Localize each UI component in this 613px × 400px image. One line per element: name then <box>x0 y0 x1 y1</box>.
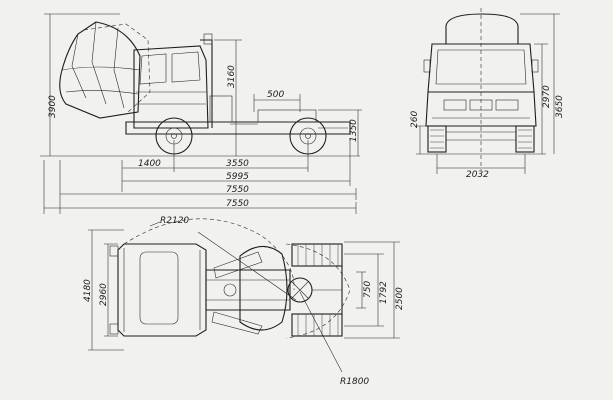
top-rear-wheels <box>287 243 343 337</box>
dim-top-width-4180: 4180 <box>83 229 124 351</box>
dim-wheelbase-chain: 1400 3550 <box>121 140 309 192</box>
front-cab <box>423 43 539 127</box>
dim-fifth-wheel-height: 1350 <box>318 109 362 156</box>
dim-cab-height: 3160 <box>214 39 242 156</box>
label-radius-front: R2120 <box>160 216 189 226</box>
top-chassis <box>205 245 291 335</box>
side-view: 3900 3160 1350 500 1400 3550 5995 <box>40 13 362 214</box>
dim-top-width-2960: 2960 <box>99 243 118 337</box>
dim-ground-clearance: 260 <box>410 111 428 154</box>
front-wheels <box>427 125 535 153</box>
dim-label-front-height-3650: 3650 <box>555 95 565 118</box>
dim-label-2500: 2500 <box>395 287 405 310</box>
dim-overall-height: 3900 <box>44 13 120 156</box>
dim-750: 750 <box>356 271 373 309</box>
dim-length-7550-b: 7550 <box>43 160 357 214</box>
dim-label-front-overhang: 1400 <box>138 159 161 169</box>
dim-label-top-width-4180: 4180 <box>83 279 93 302</box>
dim-front-height-3650: 3650 <box>520 13 565 154</box>
dim-label-front-height-2970: 2970 <box>542 85 552 108</box>
dim-label-track-width: 2032 <box>466 170 489 180</box>
dim-label-750: 750 <box>363 281 373 298</box>
dim-label-length-7550-b: 7550 <box>226 199 249 209</box>
dim-1792: 1792 <box>344 253 389 327</box>
mixer-drum-outline <box>59 21 151 119</box>
chassis-frame <box>125 95 351 135</box>
dim-label-1792: 1792 <box>379 281 389 304</box>
dim-label-ground-clearance: 260 <box>410 111 420 128</box>
dim-length-5995: 5995 <box>122 138 351 186</box>
dim-2500: 2500 <box>344 241 405 339</box>
dim-front-height-2970: 2970 <box>534 43 552 154</box>
front-drum <box>445 13 519 45</box>
dim-label-wheelbase: 3550 <box>226 159 249 169</box>
arc-front-radius <box>123 218 295 291</box>
dim-label-top-width-2960: 2960 <box>99 283 109 306</box>
top-view: R2120 R1800 4180 2960 750 1792 2500 <box>83 216 405 387</box>
dim-label-cab-height: 3160 <box>227 65 237 88</box>
cab <box>133 33 213 129</box>
dim-label-fifth-wheel-offset: 500 <box>267 90 284 100</box>
dim-fifth-wheel-offset: 500 <box>253 90 301 112</box>
dim-label-length-7550-a: 7550 <box>226 185 249 195</box>
dim-track-width: 2032 <box>436 154 526 180</box>
arc-rear-radius <box>285 243 351 339</box>
dim-label-length-5995: 5995 <box>226 172 249 182</box>
top-cab <box>109 243 207 337</box>
dim-length-7550-a: 7550 <box>59 160 357 214</box>
dim-label-fifth-wheel-height: 1350 <box>349 119 359 142</box>
front-view: 260 2970 3650 2032 <box>410 8 565 180</box>
label-radius-rear: R1800 <box>340 377 369 387</box>
dim-label-overall-height: 3900 <box>48 95 58 118</box>
